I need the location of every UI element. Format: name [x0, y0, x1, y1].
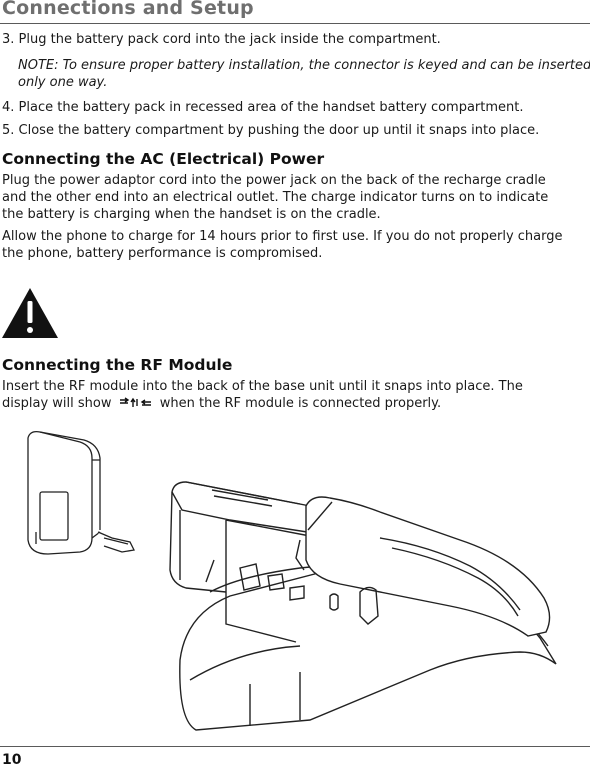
step-5-text: 5. Close the battery compartment by push…	[2, 123, 540, 138]
base-unit-drawing	[169, 481, 557, 731]
rf-connected-icon	[119, 397, 151, 407]
ac-para2-line2: the phone, battery performance is compro…	[2, 246, 323, 261]
rf-para-line1: Insert the RF module into the back of th…	[2, 379, 523, 394]
rf-para-line2: display will show when the RF module is …	[2, 395, 441, 412]
ac-power-heading: Connecting the AC (Electrical) Power	[2, 150, 325, 168]
rf-para-line2-before: display will show	[2, 396, 116, 411]
ac-para1-line2: and the other end into an electrical out…	[2, 190, 549, 205]
page-header-title: Connections and Setup	[2, 0, 254, 19]
step-3-text: 3. Plug the battery pack cord into the j…	[2, 32, 441, 47]
ac-para1-line1: Plug the power adaptor cord into the pow…	[2, 173, 546, 188]
step-4-text: 4. Place the battery pack in recessed ar…	[2, 100, 524, 115]
warning-triangle-icon	[2, 288, 58, 338]
note-line-2: only one way.	[18, 75, 108, 90]
footer-divider	[0, 746, 590, 747]
note-line-1: NOTE: To ensure proper battery installat…	[18, 58, 590, 73]
rf-module-base-illustration	[27, 430, 557, 731]
ac-para1-line3: the battery is charging when the handset…	[2, 207, 381, 222]
page-number: 10	[2, 752, 22, 768]
header-divider	[0, 23, 590, 24]
rf-para-line2-after: when the RF module is connected properly…	[155, 396, 442, 411]
rf-module-heading: Connecting the RF Module	[2, 356, 233, 374]
ac-para2-line1: Allow the phone to charge for 14 hours p…	[2, 229, 563, 244]
rf-module-drawing	[27, 430, 135, 555]
